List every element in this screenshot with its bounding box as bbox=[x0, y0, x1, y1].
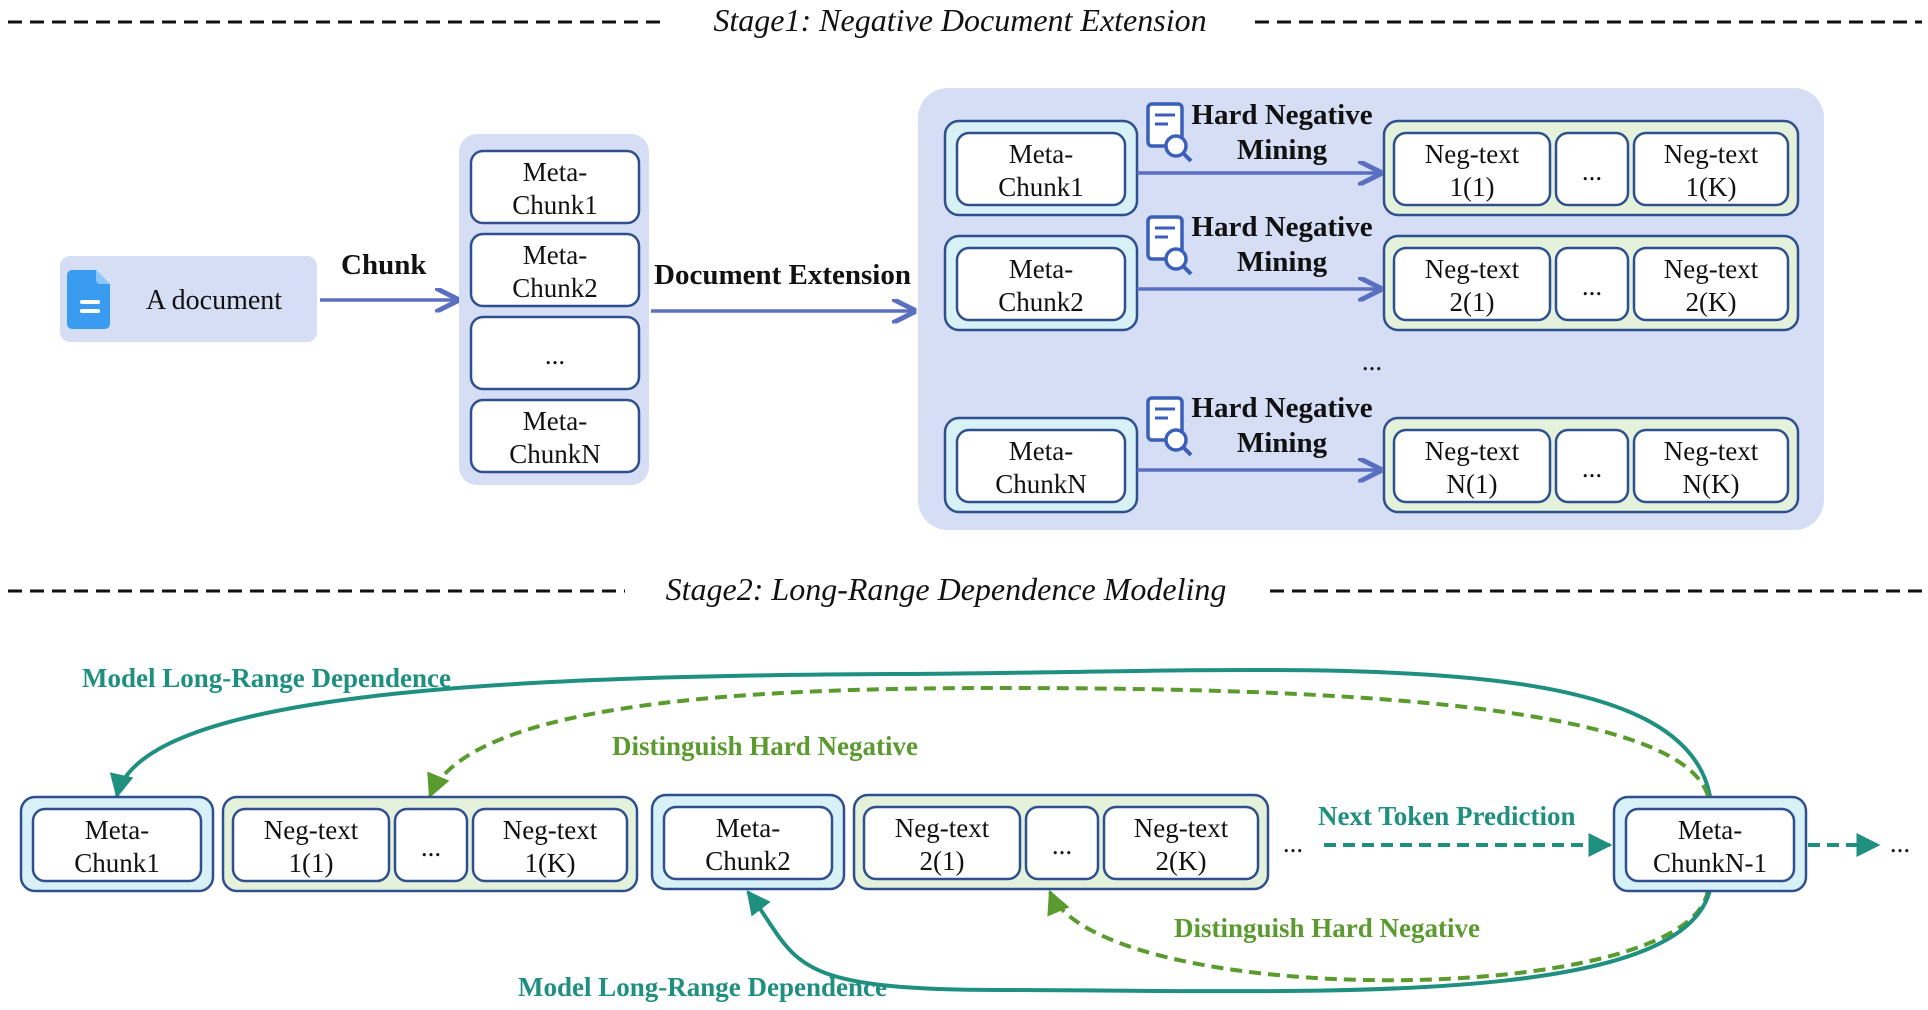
long-range-arc-top bbox=[109, 668, 1712, 799]
seq-meta1-line2: Chunk1 bbox=[74, 848, 160, 878]
search-document-icon bbox=[1146, 396, 1193, 457]
meta-chunk-n: Meta- ChunkN bbox=[469, 398, 641, 474]
hard-negative-label-top: Distinguish Hard Negative bbox=[612, 731, 918, 761]
trailing-ellipsis: ... bbox=[1890, 828, 1910, 858]
meta-chunk-1: Meta- Chunk1 bbox=[469, 149, 641, 225]
row2-mining-line1: Hard Negative bbox=[1191, 211, 1372, 243]
seq-meta1-line1: Meta- bbox=[85, 815, 149, 845]
rown-neg-first-line1: Neg-text bbox=[1425, 436, 1520, 466]
document-icon bbox=[67, 270, 110, 329]
row1-neg-first-line1: Neg-text bbox=[1425, 139, 1520, 169]
row1-mining-line2: Mining bbox=[1237, 134, 1328, 166]
chunk-arrow: Chunk bbox=[320, 249, 457, 300]
hard-negative-label-bottom: Distinguish Hard Negative bbox=[1174, 913, 1480, 943]
seq-neg-group-1: Neg-text 1(1) ... Neg-text 1(K) bbox=[221, 795, 639, 893]
rown-mining-line1: Hard Negative bbox=[1191, 392, 1372, 424]
meta-chunk-ellipsis: ... bbox=[545, 340, 565, 370]
seq-meta2-line2: Chunk2 bbox=[705, 846, 791, 876]
row1-meta-line1: Meta- bbox=[1009, 139, 1073, 169]
row1-neg-ellipsis: ... bbox=[1582, 156, 1602, 186]
meta-chunk-1-line1: Meta- bbox=[523, 157, 587, 187]
long-range-label-bottom: Model Long-Range Dependence bbox=[518, 972, 887, 1002]
seq-neg1-first-line1: Neg-text bbox=[264, 815, 359, 845]
meta-chunk-2-line1: Meta- bbox=[523, 240, 587, 270]
seq-neg1-last-line1: Neg-text bbox=[503, 815, 598, 845]
seq-neg1-last-line2: 1(K) bbox=[525, 848, 576, 878]
row1-mining-line1: Hard Negative bbox=[1191, 99, 1372, 131]
next-token-arrow: Next Token Prediction bbox=[1318, 801, 1613, 857]
search-document-icon bbox=[1146, 102, 1193, 163]
chunk-label: Chunk bbox=[341, 249, 427, 281]
extension-row-n: Meta- ChunkN Hard Negative Mining Neg-te… bbox=[943, 392, 1800, 514]
seq-meta-chunk-2: Meta- Chunk2 bbox=[650, 793, 846, 891]
extension-row-1: Meta- Chunk1 Hard Negative Mining Neg-te… bbox=[943, 99, 1800, 217]
rown-neg-last-line2: N(K) bbox=[1683, 469, 1740, 499]
seq-neg2-first-line1: Neg-text bbox=[895, 813, 990, 843]
seq-neg2-first-line2: 2(1) bbox=[920, 846, 965, 876]
seq-neg-group-2: Neg-text 2(1) ... Neg-text 2(K) bbox=[852, 793, 1270, 891]
sequence-ellipsis: ... bbox=[1283, 828, 1303, 858]
row1-meta-line2: Chunk1 bbox=[998, 172, 1084, 202]
rown-meta-line1: Meta- bbox=[1009, 436, 1073, 466]
rows-ellipsis: ... bbox=[1362, 346, 1382, 376]
seq-metan1-line2: ChunkN-1 bbox=[1653, 848, 1767, 878]
row2-meta-line2: Chunk2 bbox=[998, 287, 1084, 317]
row2-neg-first-line2: 2(1) bbox=[1450, 287, 1495, 317]
seq-meta-chunk-1: Meta- Chunk1 bbox=[19, 795, 215, 893]
stage2-title: Stage2: Long-Range Dependence Modeling bbox=[666, 571, 1227, 607]
rown-neg-first-line2: N(1) bbox=[1447, 469, 1498, 499]
extension-row-2: Meta- Chunk2 Hard Negative Mining Neg-te… bbox=[943, 211, 1800, 332]
seq-meta2-line1: Meta- bbox=[716, 813, 780, 843]
document-extension-arrow: Document Extension bbox=[651, 259, 914, 311]
stage1-header: Stage1: Negative Document Extension bbox=[8, 2, 1922, 38]
row2-neg-last-line2: 2(K) bbox=[1686, 287, 1737, 317]
row2-neg-last-line1: Neg-text bbox=[1664, 254, 1759, 284]
next-token-label: Next Token Prediction bbox=[1318, 801, 1576, 831]
meta-chunk-n-line2: ChunkN bbox=[509, 439, 601, 469]
rown-meta-line2: ChunkN bbox=[995, 469, 1087, 499]
rown-neg-ellipsis: ... bbox=[1582, 453, 1602, 483]
row1-neg-last-line2: 1(K) bbox=[1686, 172, 1737, 202]
seq-meta-chunk-n-1: Meta- ChunkN-1 bbox=[1612, 795, 1808, 893]
seq-neg2-last-line2: 2(K) bbox=[1156, 846, 1207, 876]
meta-chunk-2: Meta- Chunk2 bbox=[469, 232, 641, 308]
meta-chunk-ellipsis-box: ... bbox=[469, 315, 641, 391]
row2-meta-line1: Meta- bbox=[1009, 254, 1073, 284]
rown-neg-last-line1: Neg-text bbox=[1664, 436, 1759, 466]
long-range-arc-bottom bbox=[746, 889, 1712, 994]
document-node: A document bbox=[60, 256, 317, 342]
stage1-title: Stage1: Negative Document Extension bbox=[713, 2, 1206, 38]
row1-neg-last-line1: Neg-text bbox=[1664, 139, 1759, 169]
seq-neg1-ellipsis: ... bbox=[421, 832, 441, 862]
rown-mining-line2: Mining bbox=[1237, 427, 1328, 459]
search-document-icon bbox=[1146, 215, 1193, 276]
seq-neg2-ellipsis: ... bbox=[1052, 830, 1072, 860]
long-range-label-top: Model Long-Range Dependence bbox=[82, 663, 451, 693]
meta-chunk-stack: Meta- Chunk1 Meta- Chunk2 ... Meta- Chun… bbox=[459, 134, 649, 485]
row1-neg-first-line2: 1(1) bbox=[1450, 172, 1495, 202]
row2-mining-line2: Mining bbox=[1237, 246, 1328, 278]
hard-negative-arc-top bbox=[427, 685, 1710, 799]
hard-negative-arc-bottom bbox=[1047, 889, 1710, 983]
seq-metan1-line1: Meta- bbox=[1678, 815, 1742, 845]
meta-chunk-n-line1: Meta- bbox=[523, 406, 587, 436]
stage2-header: Stage2: Long-Range Dependence Modeling bbox=[8, 571, 1922, 607]
document-label: A document bbox=[146, 285, 282, 316]
row2-neg-ellipsis: ... bbox=[1582, 271, 1602, 301]
row2-neg-first-line1: Neg-text bbox=[1425, 254, 1520, 284]
seq-neg1-first-line2: 1(1) bbox=[289, 848, 334, 878]
meta-chunk-2-line2: Chunk2 bbox=[512, 273, 598, 303]
document-extension-label: Document Extension bbox=[654, 259, 911, 291]
trailing-arrow: ... bbox=[1808, 828, 1910, 858]
seq-neg2-last-line1: Neg-text bbox=[1134, 813, 1229, 843]
dependence-arcs bbox=[109, 668, 1712, 994]
meta-chunk-1-line2: Chunk1 bbox=[512, 190, 598, 220]
